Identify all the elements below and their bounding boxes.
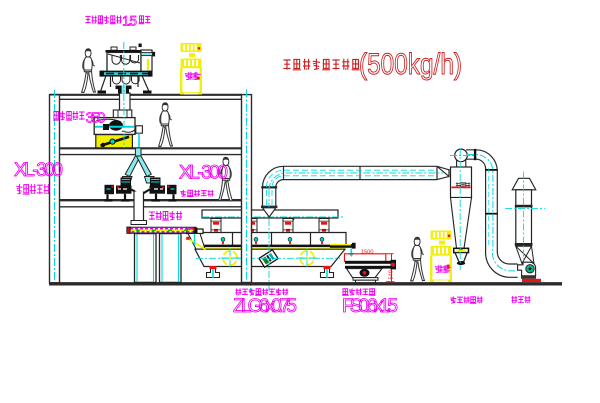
svg-text:XL-300: XL-300 xyxy=(14,160,63,181)
svg-text:1500: 1500 xyxy=(361,249,373,255)
svg-text:XL-300: XL-300 xyxy=(179,163,228,184)
svg-text:ZLG6x0.75: ZLG6x0.75 xyxy=(233,296,297,317)
svg-text:350: 350 xyxy=(86,110,106,127)
svg-text:1.5: 1.5 xyxy=(122,13,137,29)
svg-text:(500kg/h): (500kg/h) xyxy=(359,48,462,81)
svg-text:540: 540 xyxy=(389,270,395,279)
svg-text:FS0.6x1.5: FS0.6x1.5 xyxy=(342,296,398,317)
